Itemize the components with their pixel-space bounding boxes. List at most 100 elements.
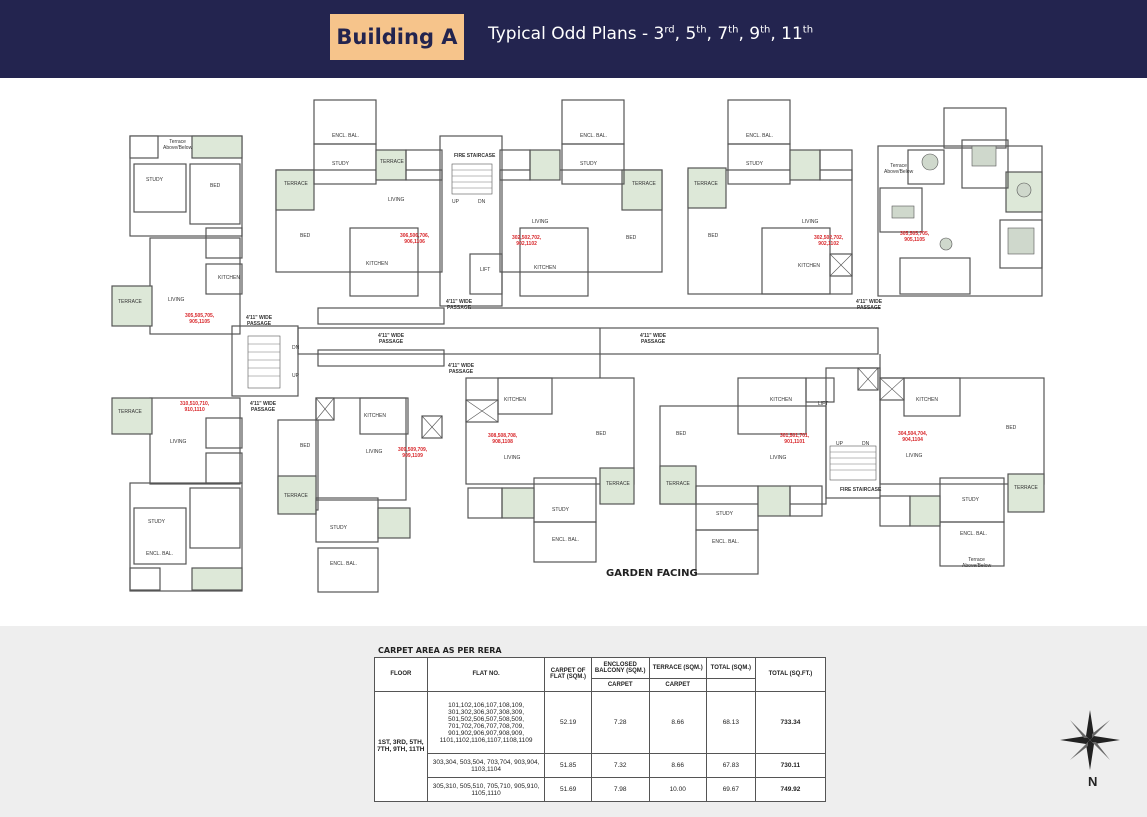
dn-label: DN (478, 199, 486, 205)
bed-label: BED (596, 431, 607, 437)
flat-no-label: 310,510,710, 910,1110 (180, 401, 210, 413)
up-label: UP (452, 199, 459, 205)
living-label: LIVING (168, 297, 185, 303)
living-label: LIVING (770, 455, 787, 461)
kitchen-label: KITCHEN (798, 263, 820, 269)
terrace-label: Terrace Above/Below (163, 139, 193, 151)
col-total-sqm: TOTAL (SQM.) (705, 657, 756, 679)
terrace-label: TERRACE (1014, 485, 1038, 491)
subcol-empty (705, 677, 756, 692)
north-label: N (1088, 774, 1098, 789)
plan-title: Typical Odd Plans - 3rd, 5th, 7th, 9th, … (488, 24, 813, 44)
terrace-label: TERRACE (632, 181, 656, 187)
encl-bal-label: ENCL. BAL. (332, 133, 359, 139)
bed-label: BED (210, 183, 221, 189)
terrace-label: TERRACE (118, 409, 142, 415)
sup-th-4: th (802, 24, 814, 36)
sup-th-2: th (728, 24, 739, 36)
living-label: LIVING (504, 455, 521, 461)
flats-cell: 305,310, 505,510, 705,710, 905,910, 1105… (426, 777, 546, 802)
living-label: LIVING (532, 219, 549, 225)
lift-label: LIFT (480, 267, 491, 273)
study-label: STUDY (580, 161, 597, 167)
subcol-carpet: CARPET (648, 677, 707, 692)
dn-label: DN (292, 345, 300, 351)
kitchen-label: KITCHEN (504, 397, 526, 403)
total-sqm-cell: 68.13 (705, 690, 756, 755)
col-terrace: TERRACE (SQM.) (648, 657, 707, 679)
study-label: STUDY (332, 161, 349, 167)
plan-title-n3: , 7 (706, 24, 729, 44)
passage-label: 4'11" WIDE PASSAGE (378, 333, 405, 345)
living-label: LIVING (366, 449, 383, 455)
passage-label: 4'11" WIDE PASSAGE (246, 315, 273, 327)
flat-no-label: 308,508,708, 908,1108 (488, 433, 518, 445)
col-flat-no: FLAT NO. (426, 657, 546, 692)
terrace-label: TERRACE (118, 299, 142, 305)
flat-no-label: 305,505,705, 905,1105 (185, 313, 215, 325)
terrace-label: TERRACE (606, 481, 630, 487)
carpet-area-table: FLOOR FLAT NO. CARPET OF FLAT (SQM.) ENC… (374, 657, 827, 803)
bed-label: BED (708, 233, 719, 239)
total-sqft-cell: 730.11 (754, 753, 827, 779)
lift-label: LIFT (818, 401, 829, 407)
fire-staircase-label: FIRE STAIRCASE (840, 487, 882, 493)
flat-no-label: 304,504,704, 904,1104 (898, 431, 928, 443)
plan-title-n5: , 11 (770, 24, 803, 44)
garden-facing-label: GARDEN FACING (606, 568, 698, 579)
fire-staircase-label: FIRE STAIRCASE (454, 153, 496, 159)
floor-plan: Terrace Above/Below STUDY BED KITCHEN LI… (0, 78, 1147, 626)
building-badge: Building A (330, 14, 464, 60)
flat-no-label: 306,506,706, 906,1106 (400, 233, 430, 245)
passage-label: 4'11" WIDE PASSAGE (448, 363, 475, 375)
study-label: STUDY (962, 497, 979, 503)
terrace-label: TERRACE (284, 493, 308, 499)
living-label: LIVING (170, 439, 187, 445)
encl-bal-label: ENCL. BAL. (552, 537, 579, 543)
floor-cell: 1ST, 3RD, 5TH, 7TH, 9TH, 11TH (374, 690, 428, 803)
balcony-cell: 7.98 (590, 777, 650, 802)
total-sqm-cell: 67.83 (705, 753, 756, 779)
living-label: LIVING (802, 219, 819, 225)
passage-label: 4'11" WIDE PASSAGE (250, 401, 277, 413)
study-label: STUDY (746, 161, 763, 167)
floor-plan-drawing (111, 99, 1045, 593)
table-row: 303,304, 503,504, 703,704, 903,904, 1103… (375, 753, 827, 779)
kitchen-label: KITCHEN (916, 397, 938, 403)
terrace-label: TERRACE (380, 159, 404, 165)
kitchen-label: KITCHEN (218, 275, 240, 281)
living-label: LIVING (388, 197, 405, 203)
study-label: STUDY (552, 507, 569, 513)
terrace-label: Terrace Above/Below (884, 163, 914, 175)
encl-bal-label: ENCL. BAL. (712, 539, 739, 545)
balcony-cell: 7.28 (590, 690, 650, 755)
study-label: STUDY (716, 511, 733, 517)
bed-label: BED (300, 443, 311, 449)
bed-label: BED (300, 233, 311, 239)
terrace-cell: 10.00 (648, 777, 707, 802)
col-enclosed-balcony: ENCLOSED BALCONY (SQM.) (590, 657, 650, 679)
terrace-cell: 8.66 (648, 753, 707, 779)
header-bar: Building A Typical Odd Plans - 3rd, 5th,… (0, 0, 1147, 78)
carpet-cell: 51.69 (544, 777, 592, 802)
flats-cell: 101,102,106,107,108,109, 301,302,306,307… (426, 690, 546, 755)
wing-left-top (129, 135, 243, 237)
terrace-label: TERRACE (284, 181, 308, 187)
table-row: 1ST, 3RD, 5TH, 7TH, 9TH, 11TH 101,102,10… (374, 690, 827, 803)
encl-bal-label: ENCL. BAL. (746, 133, 773, 139)
flat-no-label: 302,502,702, 902,1102 (512, 235, 542, 247)
terrace-label: TERRACE (666, 481, 690, 487)
plan-title-prefix: Typical Odd Plans - 3 (488, 24, 665, 44)
terrace-label: TERRACE (694, 181, 718, 187)
bed-label: BED (1006, 425, 1017, 431)
passage-label: 4'11" WIDE PASSAGE (640, 333, 667, 345)
flat-no-label: 302,502,702, 902,1102 (814, 235, 844, 247)
encl-bal-label: ENCL. BAL. (330, 561, 357, 567)
kitchen-label: KITCHEN (770, 397, 792, 403)
encl-bal-label: ENCL. BAL. (580, 133, 607, 139)
kitchen-label: KITCHEN (364, 413, 386, 419)
up-label: UP (292, 373, 299, 379)
col-carpet: CARPET OF FLAT (SQM.) (544, 657, 592, 692)
table-title: CARPET AREA AS PER RERA (378, 646, 502, 655)
sup-th-3: th (760, 24, 771, 36)
